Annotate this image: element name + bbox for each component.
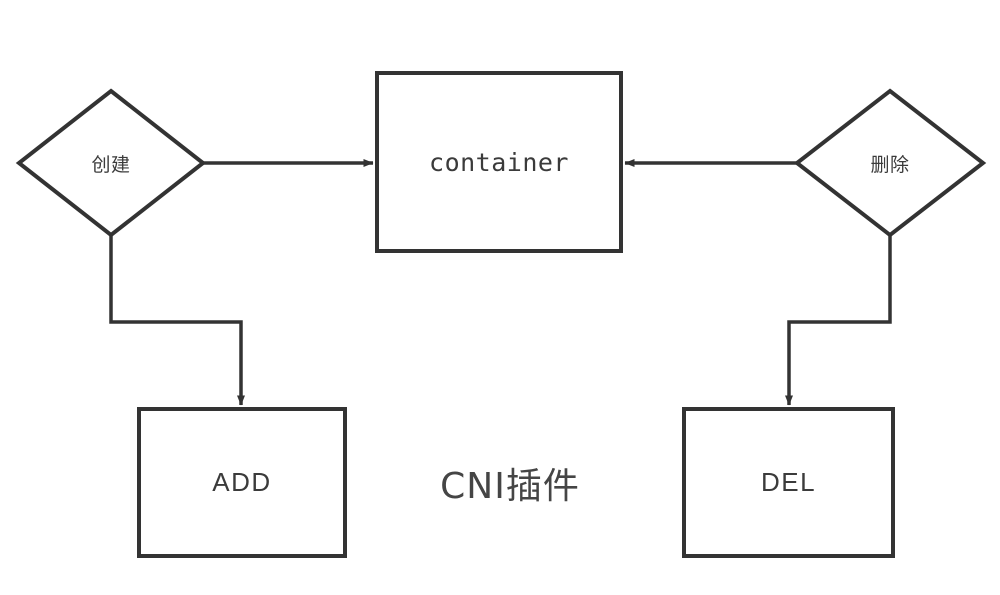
edge-create-to-add <box>109 235 245 406</box>
node-add-box-shape[interactable] <box>137 407 347 558</box>
node-del-box-shape[interactable] <box>682 407 895 558</box>
edge-delete-to-del <box>785 235 892 406</box>
diagram-caption: CNI插件 <box>440 466 580 507</box>
node-delete-decision-shape[interactable] <box>793 88 987 238</box>
node-create-decision-shape[interactable] <box>15 88 207 238</box>
node-container-box-shape[interactable] <box>375 71 623 253</box>
